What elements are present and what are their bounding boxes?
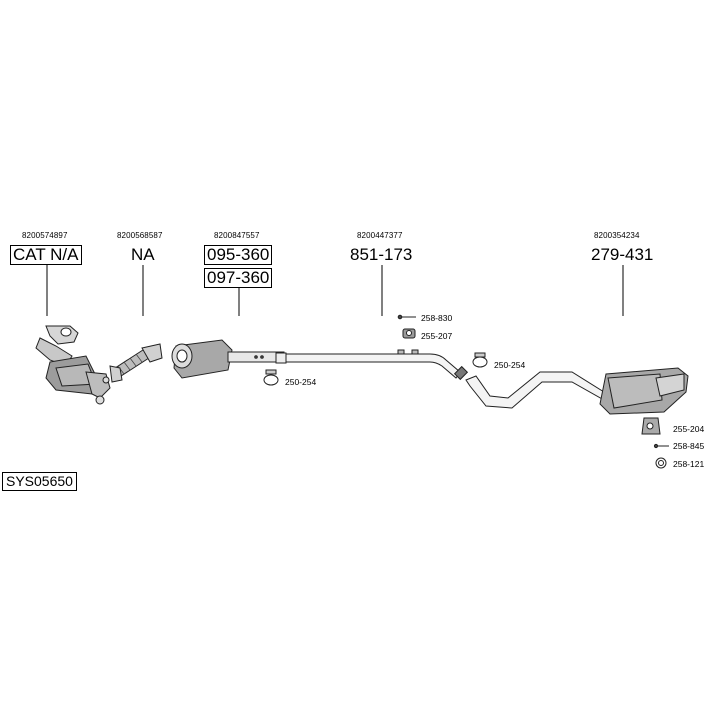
part-number-center-box-1[interactable]: 095-360 [204, 245, 273, 265]
oem-number-rear-silencer: 8200354234 [594, 231, 640, 240]
bracket-icon-255-204[interactable] [641, 417, 661, 435]
oem-number-center-box: 8200847557 [214, 231, 260, 240]
accessory-label-250-254-b[interactable]: 250-254 [494, 360, 526, 370]
system-code: SYS05650 [2, 472, 77, 491]
oem-number-front-pipe: 8200568587 [117, 231, 163, 240]
accessory-label-250-254-a[interactable]: 250-254 [285, 377, 317, 387]
accessory-label-255-207[interactable]: 255-207 [421, 331, 453, 341]
middle-pipe[interactable] [275, 349, 469, 381]
part-number-catalyst[interactable]: CAT N/A [10, 245, 82, 265]
part-number-center-box-2[interactable]: 097-360 [204, 268, 273, 288]
bolt-icon-258-845[interactable] [653, 443, 669, 449]
center-box[interactable] [171, 339, 285, 379]
ring-icon-258-121[interactable] [655, 457, 667, 469]
part-number-front-pipe[interactable]: NA [131, 245, 155, 264]
front-pipe[interactable] [109, 343, 163, 383]
rear-silencer[interactable] [465, 367, 689, 415]
part-number-middle-pipe[interactable]: 851-173 [350, 245, 413, 264]
bolt-icon-258-830[interactable] [397, 314, 416, 320]
clamp-ring-icon-250-254-a[interactable] [263, 369, 279, 386]
part-number-rear-silencer[interactable]: 279-431 [591, 245, 654, 264]
accessory-label-258-845[interactable]: 258-845 [673, 441, 705, 451]
accessory-label-258-121[interactable]: 258-121 [673, 459, 705, 469]
oem-number-middle-pipe: 8200447377 [357, 231, 403, 240]
accessory-label-255-204[interactable]: 255-204 [673, 424, 705, 434]
oem-number-catalyst: 8200574897 [22, 231, 68, 240]
clamp-icon-255-207[interactable] [402, 328, 416, 339]
catalytic-converter[interactable] [35, 325, 111, 405]
accessory-label-258-830[interactable]: 258-830 [421, 313, 453, 323]
clamp-ring-icon-250-254-b[interactable] [472, 352, 488, 368]
